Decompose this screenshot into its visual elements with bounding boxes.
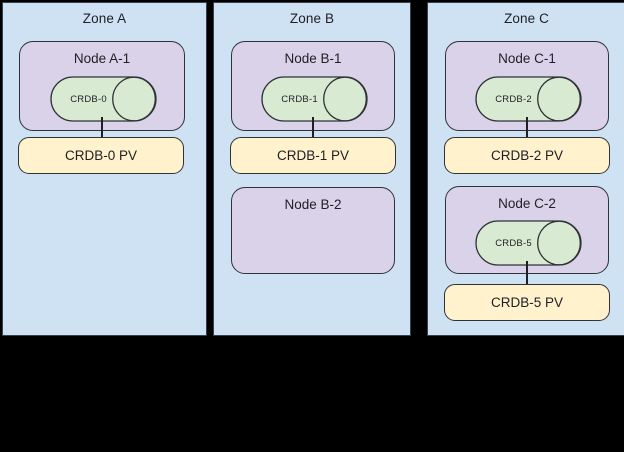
- zone-c: Zone C Node C-1 CRDB-2 CRDB-2 PV Node C-…: [427, 2, 624, 336]
- node-c-1: Node C-1 CRDB-2: [445, 41, 609, 131]
- pv-crdb-5-label: CRDB-5 PV: [490, 294, 563, 310]
- pv-crdb-1: CRDB-1 PV: [230, 137, 396, 174]
- pv-crdb-0-label: CRDB-0 PV: [64, 147, 137, 163]
- pv-crdb-2-label: CRDB-2 PV: [490, 147, 563, 163]
- node-b-1: Node B-1 CRDB-1: [231, 41, 395, 131]
- pod-crdb-1: CRDB-1: [261, 76, 368, 122]
- node-a-1: Node A-1 CRDB-0: [19, 41, 185, 131]
- connector-node-c-2-to-pv: [526, 261, 528, 285]
- node-c-1-title: Node C-1: [498, 51, 556, 66]
- cylinder-icon: [475, 76, 582, 122]
- node-c-2-title: Node C-2: [498, 196, 556, 211]
- pv-crdb-5: CRDB-5 PV: [444, 284, 610, 321]
- pod-crdb-0: CRDB-0: [50, 76, 157, 122]
- connector-node-c-1-to-pv: [526, 117, 528, 141]
- cylinder-icon: [261, 76, 368, 122]
- pv-crdb-2: CRDB-2 PV: [444, 137, 610, 174]
- connector-node-b-1-to-pv: [312, 117, 314, 141]
- cylinder-icon: [50, 76, 157, 122]
- connector-node-a-1-to-pv: [101, 117, 103, 141]
- pod-crdb-5: CRDB-5: [475, 220, 582, 266]
- zone-c-title: Zone C: [504, 11, 549, 26]
- node-b-2-title: Node B-2: [284, 197, 342, 212]
- pv-crdb-0: CRDB-0 PV: [18, 137, 184, 174]
- zone-b: Zone B Node B-1 CRDB-1 CRDB-1 PV Node B-…: [213, 2, 411, 336]
- zone-a: Zone A Node A-1 CRDB-0 CRDB-0 PV: [2, 2, 207, 336]
- cylinder-icon: [475, 220, 582, 266]
- zone-a-title: Zone A: [82, 11, 127, 26]
- pod-crdb-2: CRDB-2: [475, 76, 582, 122]
- node-a-1-title: Node A-1: [73, 51, 131, 66]
- zone-b-title: Zone B: [289, 11, 335, 26]
- node-b-2: Node B-2: [231, 187, 395, 274]
- node-b-1-title: Node B-1: [284, 51, 342, 66]
- pv-crdb-1-label: CRDB-1 PV: [276, 147, 349, 163]
